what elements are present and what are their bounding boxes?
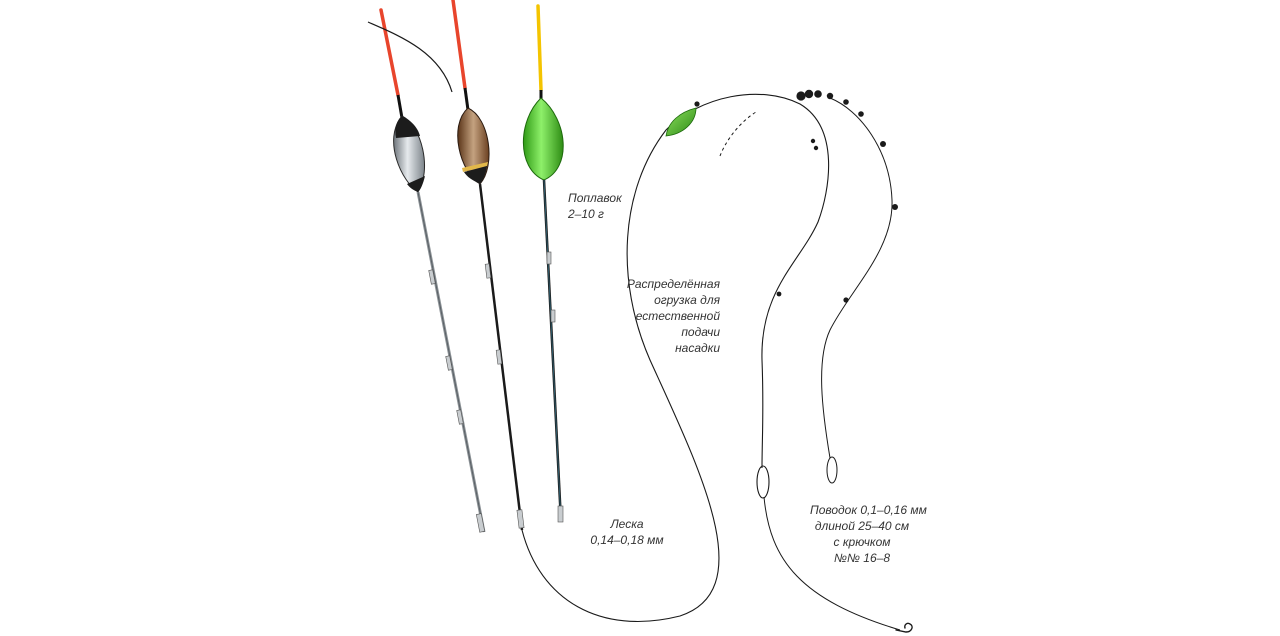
line-label: Леска 0,14–0,18 мм xyxy=(585,516,669,548)
olive-sinker xyxy=(665,107,697,137)
weights-label: Распределённая огрузка для естественной … xyxy=(627,276,720,356)
split-shot xyxy=(892,204,898,210)
main-line xyxy=(521,93,830,623)
float-neck xyxy=(396,94,404,119)
float-antenna-yellow xyxy=(536,4,543,92)
float-antenna-red xyxy=(379,8,400,97)
float-cap-top xyxy=(395,116,420,138)
line-label-line-1: Леска xyxy=(610,517,644,531)
leader-label-line-2: длиной 25–40 см xyxy=(814,519,910,533)
hook xyxy=(895,622,913,633)
split-shot xyxy=(843,99,849,105)
split-shot xyxy=(813,145,819,151)
weights-label-line-1: Распределённая xyxy=(626,277,720,291)
leader-line xyxy=(763,496,901,631)
float-body xyxy=(522,97,564,181)
float-neck xyxy=(463,87,470,111)
float-label: Поплавок 2–10 г xyxy=(568,190,622,222)
leader-label-line-3: с крючком xyxy=(833,535,891,549)
keel-ring xyxy=(445,355,453,371)
loop-connection xyxy=(756,465,770,499)
split-shot xyxy=(858,111,864,117)
split-shot xyxy=(810,138,816,144)
leader-shot-group xyxy=(843,99,898,303)
float-bronze xyxy=(367,0,525,531)
float-keel-core xyxy=(543,179,562,523)
keel-ring xyxy=(428,269,436,285)
leader-line-alt xyxy=(821,97,893,459)
float-green xyxy=(522,4,564,523)
keel-ring xyxy=(557,505,564,523)
weights-label-line-5: насадки xyxy=(675,341,720,355)
split-shot xyxy=(814,90,822,98)
float-antenna-red xyxy=(451,0,467,90)
split-shot xyxy=(776,291,782,297)
keel-ring xyxy=(516,509,525,529)
weights-label-line-3: естественной xyxy=(635,309,720,323)
split-shot xyxy=(843,297,849,303)
weights-label-line-2: огрузка для xyxy=(654,293,720,307)
line-stub xyxy=(719,111,757,157)
split-shot xyxy=(804,89,814,99)
line-label-line-2: 0,14–0,18 мм xyxy=(590,533,664,547)
keel-ring xyxy=(475,513,486,533)
leader-label: Поводок 0,1–0,16 мм длиной 25–40 см с кр… xyxy=(810,502,927,566)
leader-label-line-1: Поводок 0,1–0,16 мм xyxy=(810,503,927,517)
keel-ring xyxy=(484,263,492,279)
float-silver xyxy=(379,8,486,533)
float-line-top xyxy=(367,21,453,93)
loop-connection-alt xyxy=(826,456,838,484)
split-shot-group xyxy=(694,89,834,297)
keel-ring xyxy=(495,349,503,365)
weights-label-line-4: подачи xyxy=(681,325,720,339)
leader-label-line-4: №№ 16–8 xyxy=(833,551,891,565)
float-label-line-1: Поплавок xyxy=(568,191,622,205)
float-cap-bottom xyxy=(464,166,487,184)
split-shot xyxy=(826,92,834,100)
float-label-line-2: 2–10 г xyxy=(568,207,604,221)
float-gold-band xyxy=(462,162,488,172)
split-shot xyxy=(796,91,806,101)
keel-ring xyxy=(456,409,464,425)
float-cap-bottom xyxy=(407,176,425,192)
split-shot xyxy=(694,101,700,107)
keel-ring xyxy=(550,309,556,323)
keel-ring xyxy=(546,251,552,265)
split-shot xyxy=(880,141,886,147)
